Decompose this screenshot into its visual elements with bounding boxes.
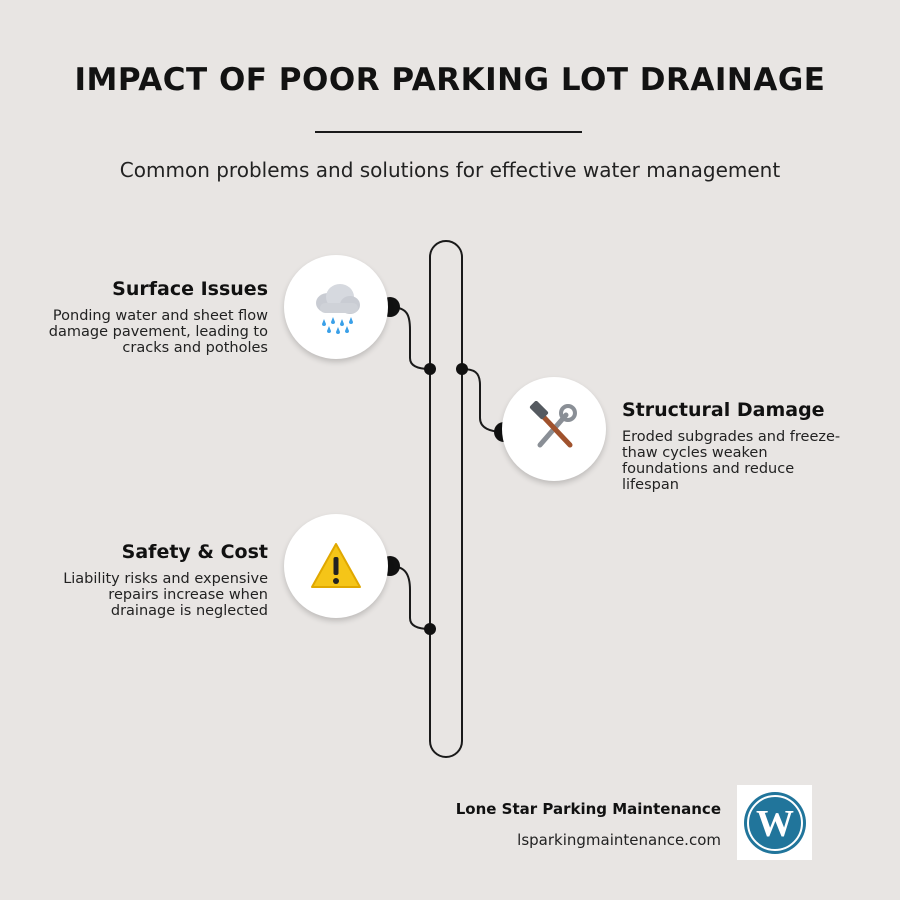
structural-damage-icon-badge <box>502 377 606 481</box>
connector-structural-damage <box>461 368 505 433</box>
wordpress-logo-box[interactable]: W <box>737 785 812 860</box>
company-website-link[interactable]: lsparkingmaintenance.com <box>517 831 721 849</box>
wordpress-logo-icon: W <box>743 791 806 854</box>
connector-surface-issues <box>389 306 431 370</box>
hammer-wrench-icon <box>529 401 577 448</box>
svg-text:W: W <box>756 803 794 845</box>
surface-issues-description: Ponding water and sheet flow damage pave… <box>48 308 268 356</box>
page-subtitle: Common problems and solutions for effect… <box>119 158 781 182</box>
surface-issues-icon-badge <box>284 255 388 359</box>
warning-icon <box>311 543 361 588</box>
structural-damage-title: Structural Damage <box>622 399 825 421</box>
title-divider <box>315 131 582 133</box>
structural-damage-description: Eroded subgrades and freeze-thaw cycles … <box>622 429 841 493</box>
company-name: Lone Star Parking Maintenance <box>455 800 721 818</box>
junction-dot-surface-issues <box>424 363 436 375</box>
timeline-track <box>429 240 463 758</box>
safety-cost-description: Liability risks and expensive repairs in… <box>63 571 268 619</box>
junction-dot-safety-cost <box>424 623 436 635</box>
surface-issues-title: Surface Issues <box>112 278 268 300</box>
page-title: IMPACT OF POOR PARKING LOT DRAINAGE <box>74 62 826 98</box>
connector-safety-cost <box>389 565 431 630</box>
safety-cost-icon-badge <box>284 514 388 618</box>
junction-dot-structural-damage <box>456 363 468 375</box>
rain-cloud-icon <box>316 284 360 334</box>
safety-cost-title: Safety & Cost <box>121 541 268 563</box>
